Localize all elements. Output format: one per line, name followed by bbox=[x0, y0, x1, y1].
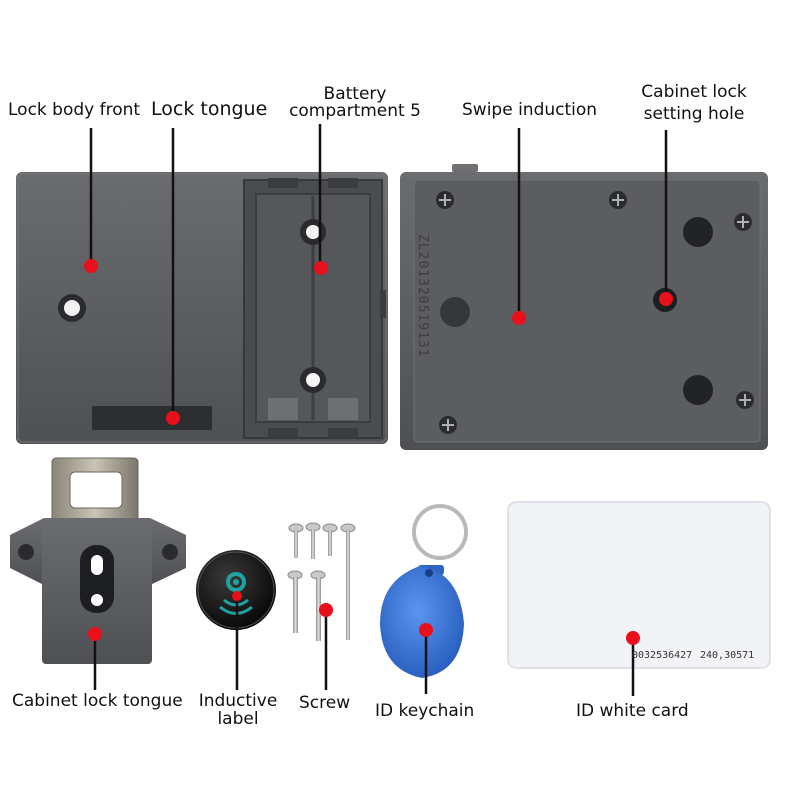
id-white-card bbox=[507, 501, 771, 669]
marker-setting-hole bbox=[659, 292, 673, 306]
label-cabinet-lock-setting-hole: Cabinet lock setting hole bbox=[630, 82, 758, 124]
label-setting-line2: setting hole bbox=[643, 104, 745, 124]
label-id-keychain: ID keychain bbox=[375, 701, 475, 721]
pointer-lines bbox=[89, 124, 668, 696]
marker-id-keychain bbox=[419, 623, 433, 637]
screws bbox=[287, 522, 356, 641]
label-id-white-card: ID white card bbox=[576, 701, 689, 721]
label-battery-line1: Battery bbox=[323, 84, 387, 104]
lock-body-front bbox=[16, 172, 388, 444]
inductive-tag bbox=[196, 550, 276, 630]
label-setting-line1: Cabinet lock bbox=[641, 82, 747, 102]
label-inductive-label: Inductive label bbox=[190, 691, 286, 729]
id-keychain bbox=[380, 504, 468, 678]
marker-screw bbox=[319, 603, 333, 617]
red-markers bbox=[84, 259, 673, 645]
marker-battery bbox=[314, 261, 328, 275]
label-inductive-line2: label bbox=[217, 709, 259, 729]
label-battery-line2: compartment 5 bbox=[289, 101, 421, 121]
label-inductive-line1: Inductive bbox=[198, 691, 278, 711]
card-number-left: 0032536427 bbox=[632, 650, 693, 661]
marker-id-card bbox=[626, 631, 640, 645]
card-number-right: 240,30571 bbox=[700, 650, 755, 661]
marker-inductive-label bbox=[232, 591, 242, 601]
serial-imprint: ZL201320519131 bbox=[415, 234, 430, 358]
label-battery-compartment: Battery compartment 5 bbox=[280, 84, 430, 121]
marker-cabinet-lock-tongue bbox=[88, 627, 102, 641]
marker-lock-tongue bbox=[166, 411, 180, 425]
lock-body-back bbox=[400, 164, 768, 450]
label-swipe-induction: Swipe induction bbox=[462, 100, 598, 120]
marker-lock-body-front bbox=[84, 259, 98, 273]
label-screw: Screw bbox=[299, 693, 351, 713]
label-lock-body-front: Lock body front bbox=[8, 100, 141, 120]
label-cabinet-lock-tongue: Cabinet lock tongue bbox=[12, 691, 183, 711]
cabinet-lock-tongue-part bbox=[10, 457, 186, 664]
marker-swipe-induction bbox=[512, 311, 526, 325]
label-lock-tongue: Lock tongue bbox=[151, 98, 268, 120]
